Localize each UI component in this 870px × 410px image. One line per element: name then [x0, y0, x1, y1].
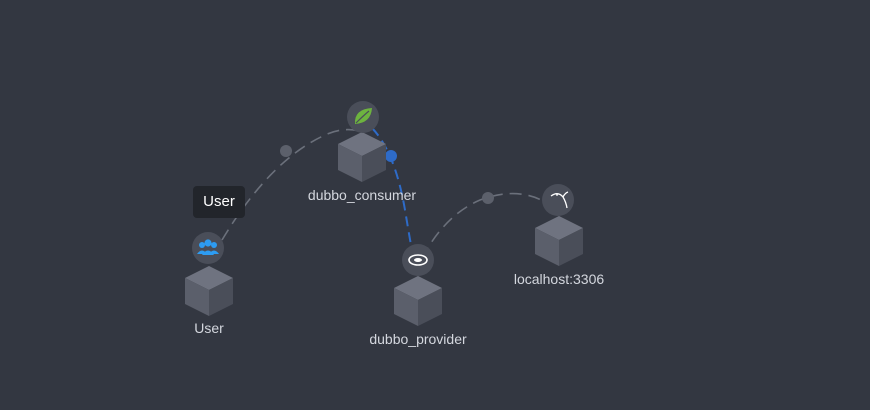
edge-midpoint-consumer-provider[interactable] [385, 150, 397, 162]
node-user[interactable] [185, 266, 233, 316]
cube-left [535, 228, 559, 266]
node-label-mysql: localhost:3306 [513, 271, 605, 287]
node-label-user: User [194, 320, 224, 336]
cube-left [338, 144, 362, 182]
edge-user-consumer[interactable] [221, 128, 363, 241]
node-label-consumer: dubbo_consumer [307, 187, 417, 203]
dubbo-icon [402, 244, 434, 276]
edges [221, 127, 551, 263]
cube-left [185, 278, 209, 316]
user-group-icon [192, 232, 224, 264]
edge-provider-mysql[interactable] [421, 192, 551, 259]
edge-midpoint-provider-mysql[interactable] [482, 192, 494, 204]
cube-left [394, 288, 418, 326]
cube-right [209, 278, 233, 316]
edge-midpoint-user-consumer[interactable] [280, 145, 292, 157]
cube-right [418, 288, 442, 326]
node-consumer[interactable] [338, 132, 386, 182]
cube-right [559, 228, 583, 266]
spring-leaf-icon [347, 101, 379, 133]
node-mysql[interactable] [535, 216, 583, 266]
mysql-dolphin-icon [542, 184, 574, 216]
node-label-provider: dubbo_provider [369, 331, 467, 347]
node-provider[interactable] [394, 276, 442, 326]
node-tooltip: User [193, 186, 245, 218]
cube-right [362, 144, 386, 182]
